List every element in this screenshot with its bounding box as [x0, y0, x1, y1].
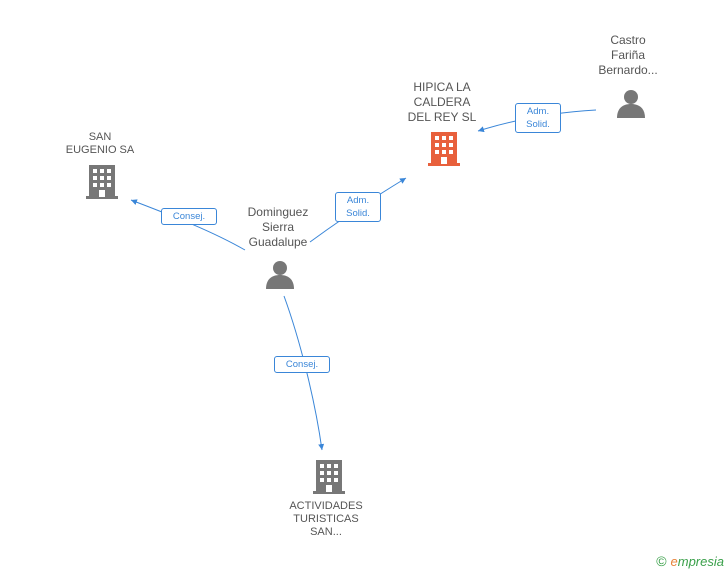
node-label-hipica[interactable]: HIPICA LA CALDERA DEL REY SL	[392, 80, 492, 125]
node-label-castro[interactable]: Castro Fariña Bernardo...	[578, 33, 678, 78]
node-label-line: CALDERA	[413, 95, 471, 109]
brand-name: mpresia	[677, 554, 724, 569]
edge-badge-castro-hipica[interactable]: Adm. Solid.	[515, 103, 561, 133]
building-icon[interactable]	[428, 132, 460, 166]
brand-logo: ©empresia	[656, 553, 724, 569]
node-label-line: Bernardo...	[598, 63, 658, 77]
edge-badge-dominguez-san-eugenio[interactable]: Consej.	[161, 208, 217, 225]
edge-dominguez-actividades	[283, 295, 325, 451]
node-label-line: Sierra	[261, 220, 294, 234]
badge-line: Solid.	[346, 208, 370, 219]
person-icon[interactable]	[265, 259, 295, 289]
badge-line: Solid.	[526, 119, 550, 130]
badge-line: Consej.	[285, 359, 319, 370]
edge-badge-dominguez-actividades[interactable]: Consej.	[274, 356, 330, 373]
person-icon[interactable]	[616, 88, 646, 118]
node-label-line: Fariña	[610, 48, 645, 62]
brand-initial: e	[670, 554, 678, 569]
badge-line: Consej.	[172, 211, 206, 222]
badge-line: Adm.	[526, 106, 550, 117]
node-label-line: TURISTICAS	[293, 513, 359, 525]
node-label-dominguez[interactable]: Dominguez Sierra Guadalupe	[228, 205, 328, 250]
node-label-line: SAN...	[310, 526, 342, 538]
node-label-line: Dominguez	[247, 205, 309, 219]
node-label-actividades[interactable]: ACTIVIDADES TURISTICAS SAN...	[266, 500, 386, 539]
node-label-line: Castro	[610, 33, 646, 47]
node-label-line: ACTIVIDADES	[289, 500, 363, 512]
building-icon[interactable]	[86, 165, 118, 199]
node-label-line: DEL REY SL	[407, 110, 477, 124]
node-label-line: HIPICA LA	[413, 80, 471, 94]
copyright-icon: ©	[656, 553, 667, 569]
edge-badge-dominguez-hipica[interactable]: Adm. Solid.	[335, 192, 381, 222]
node-label-san-eugenio[interactable]: SAN EUGENIO SA	[50, 131, 150, 157]
building-icon[interactable]	[313, 460, 345, 494]
badge-line: Adm.	[346, 195, 370, 206]
node-label-line: EUGENIO SA	[65, 144, 135, 156]
node-label-line: Guadalupe	[248, 235, 308, 249]
node-label-line: SAN	[88, 131, 112, 143]
